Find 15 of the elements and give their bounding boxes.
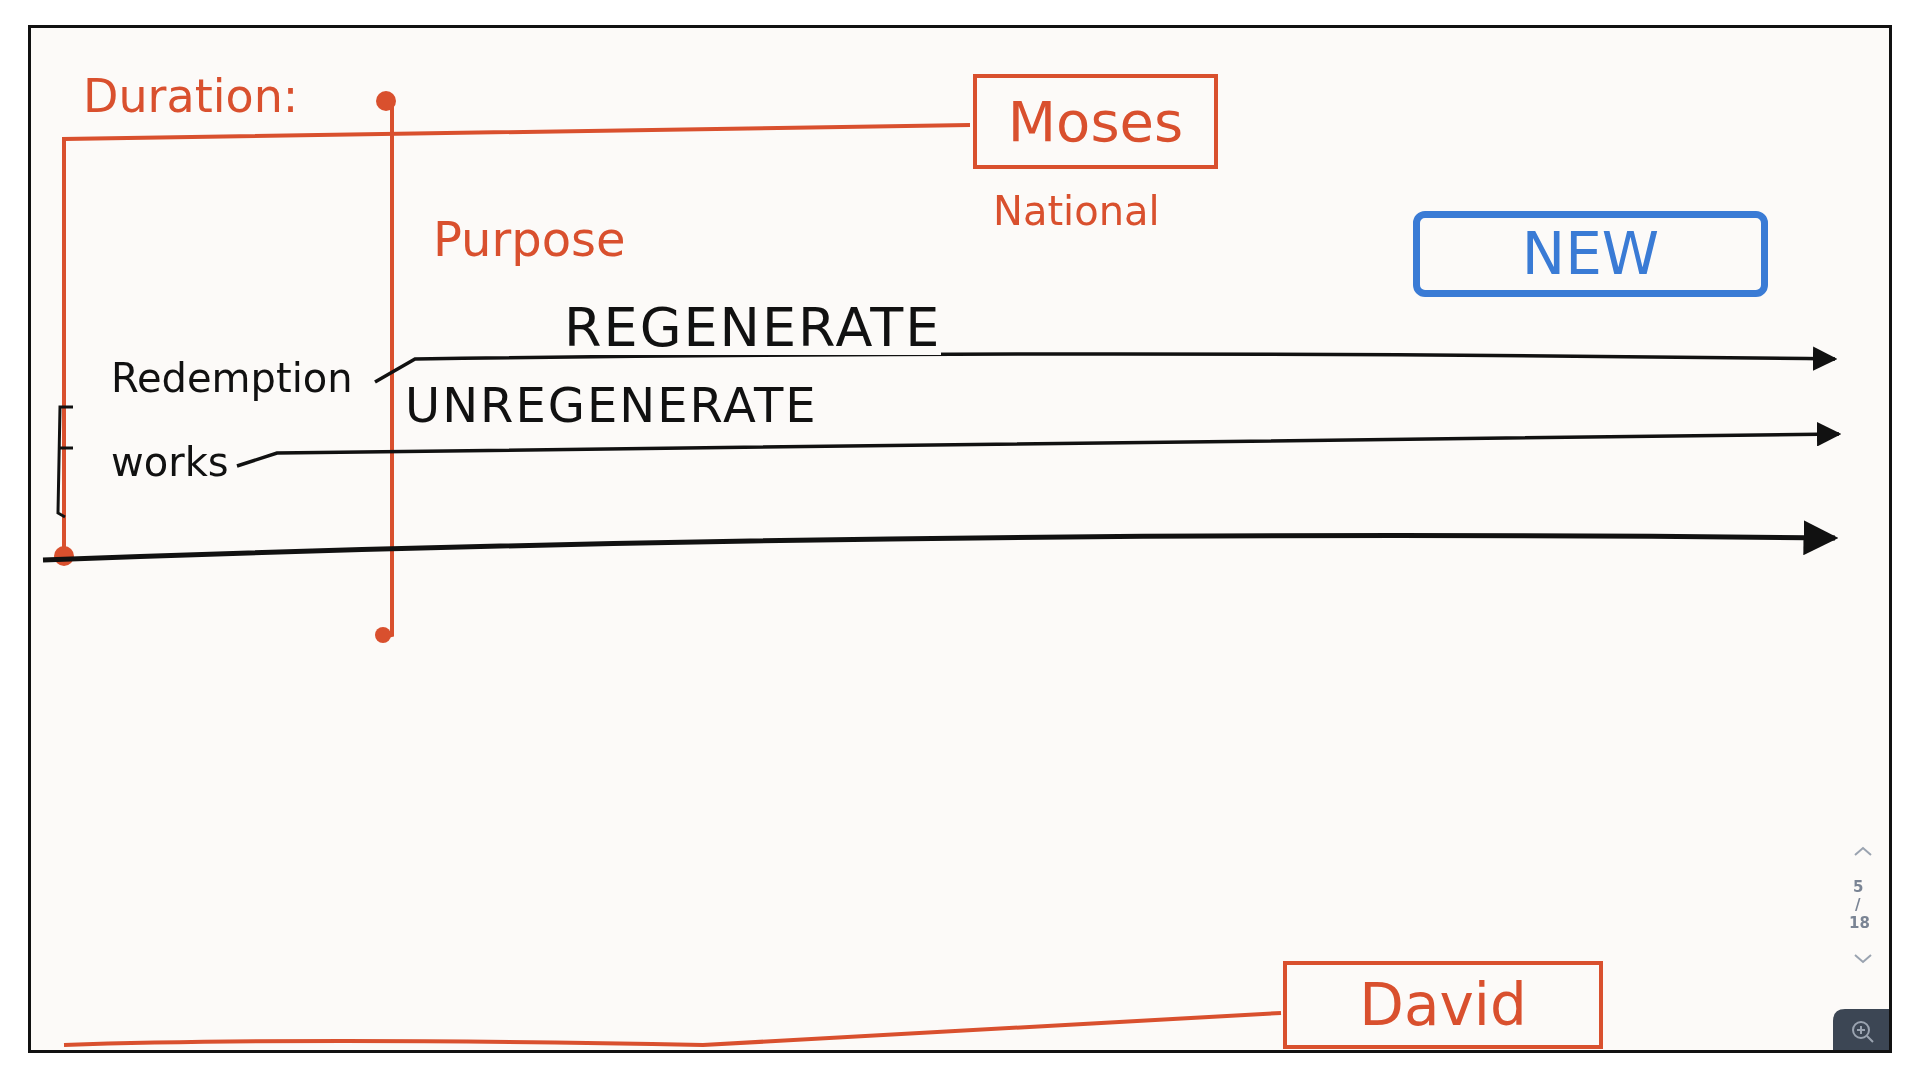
tag-text: NEW — [1521, 220, 1660, 288]
page-count: 18 — [1849, 916, 1870, 931]
page-separator: / — [1855, 898, 1861, 913]
title-text: Moses — [1007, 89, 1184, 154]
arrow — [374, 346, 1838, 384]
heading-text: Duration: — [83, 73, 299, 119]
title-text: David — [1359, 971, 1527, 1039]
arrow — [236, 422, 1842, 468]
page-number: 5 — [1853, 880, 1864, 895]
tag-box — [1413, 211, 1768, 297]
subtitle-text: National — [993, 191, 1160, 231]
row-label: Redemption — [111, 349, 373, 407]
title-box — [1283, 961, 1603, 1049]
title-box — [973, 74, 1218, 169]
row-label: works — [111, 435, 235, 489]
